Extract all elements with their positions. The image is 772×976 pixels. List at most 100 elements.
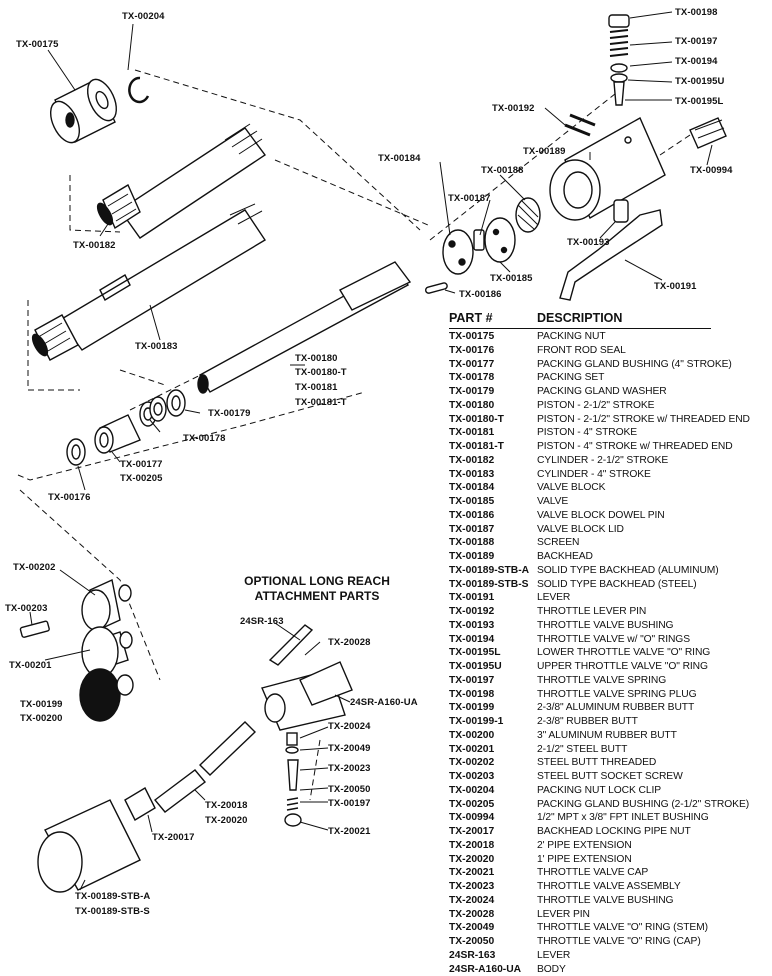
- description-cell: VALVE BLOCK: [537, 482, 606, 494]
- part-number-cell: 24SR-163: [449, 949, 496, 961]
- part-number-cell: TX-00203: [449, 771, 495, 782]
- part-number-cell: TX-00176: [449, 344, 495, 356]
- description-cell: PACKING GLAND BUSHING (4" STROKE): [537, 358, 732, 370]
- part-number-cell: TX-00189-STB-S: [449, 578, 529, 590]
- part-number-cell: TX-20020: [449, 853, 495, 865]
- part-number-cell: TX-20023: [449, 881, 495, 892]
- part-number-cell: TX-20028: [449, 908, 495, 920]
- label-tx-00180-t: TX-00180-T: [295, 367, 347, 378]
- description-cell: SOLID TYPE BACKHEAD (STEEL): [537, 578, 697, 590]
- label-tx-20050: TX-20050: [328, 784, 371, 795]
- part-number-cell: TX-00191: [449, 592, 495, 604]
- description-cell: SOLID TYPE BACKHEAD (ALUMINUM): [537, 564, 719, 576]
- description-cell: VALVE BLOCK LID: [537, 523, 624, 535]
- label-tx-00185: TX-00185: [490, 273, 533, 284]
- parts-table-header: PART # DESCRIPTION: [449, 311, 767, 328]
- description-cell: 1' PIPE EXTENSION: [537, 853, 632, 865]
- description-cell: STEEL BUTT SOCKET SCREW: [537, 771, 683, 782]
- part-number-cell: TX-20050: [449, 936, 495, 947]
- label-tx-00189-stb-a: TX-00189-STB-A: [75, 891, 151, 902]
- part-number-cell: 24SR-A160-UA: [449, 963, 522, 975]
- label-tx-00192: TX-00192: [492, 103, 535, 114]
- description-cell: CYLINDER - 4" STROKE: [537, 468, 651, 480]
- description-cell: 2-3/8" RUBBER BUTT: [537, 716, 638, 727]
- backhead-drawing: [549, 113, 666, 223]
- part-number-cell: TX-00195U: [449, 661, 502, 672]
- description-cell: 2-3/8" ALUMINUM RUBBER BUTT: [537, 702, 695, 714]
- part-number-cell: TX-00186: [449, 509, 495, 521]
- description-cell: LEVER: [537, 592, 571, 604]
- part-number-cell: TX-20017: [449, 826, 495, 837]
- part-number-cell: TX-00188: [449, 537, 495, 549]
- description-cell: THROTTLE VALVE ASSEMBLY: [537, 881, 681, 892]
- label-tx-00180: TX-00180: [295, 353, 338, 364]
- label-tx-00184: TX-00184: [378, 153, 421, 164]
- label-tx-00188: TX-00188: [481, 165, 524, 176]
- label-tx-20028: TX-20028: [328, 637, 371, 648]
- throttle-valve-drawing: [608, 14, 630, 106]
- part-number-cell: TX-00201: [449, 743, 495, 755]
- part-number-cell: TX-00184: [449, 482, 495, 494]
- description-cell: LEVER PIN: [537, 908, 590, 920]
- label-24sr-163: 24SR-163: [240, 616, 284, 627]
- part-number-cell: TX-00189: [449, 551, 495, 562]
- packing-nut-drawing: [49, 78, 118, 144]
- description-cell: 2' PIPE EXTENSION: [537, 839, 632, 851]
- header-part-number: PART #: [449, 311, 493, 325]
- lever-drawing: [559, 209, 663, 301]
- label-tx-00195u: TX-00195U: [675, 76, 725, 87]
- label-tx-00195l: TX-00195L: [675, 96, 724, 107]
- part-number-cell: TX-00175: [449, 331, 495, 342]
- butts-drawing: [19, 578, 134, 722]
- header-underline: [449, 328, 711, 329]
- label-tx-20018: TX-20018: [205, 800, 248, 811]
- part-number-cell: TX-00189-STB-A: [449, 564, 530, 576]
- label-tx-00189: TX-00189: [523, 146, 566, 157]
- description-cell: THROTTLE VALVE w/ "O" RINGS: [537, 633, 690, 645]
- description-cell: THROTTLE VALVE SPRING PLUG: [537, 688, 697, 700]
- long-reach-drawing: [37, 624, 353, 893]
- part-number-cell: TX-00195L: [449, 647, 501, 659]
- optional-title-line2: ATTACHMENT PARTS: [254, 589, 380, 603]
- part-number-cell: TX-00180-T: [449, 413, 504, 425]
- part-number-cell: TX-00197: [449, 674, 495, 686]
- piston-drawing: [197, 261, 412, 394]
- table-row: TX-20020 1' PIPE EXTENSION: [449, 853, 767, 867]
- long-cylinder-drawing: [31, 203, 266, 361]
- label-tx-20049: TX-20049: [328, 743, 371, 754]
- description-cell: PACKING GLAND WASHER: [537, 386, 667, 397]
- label-tx-00189-stb-s: TX-00189-STB-S: [75, 906, 150, 917]
- leader-lines: [29, 11, 713, 891]
- description-cell: PACKING GLAND BUSHING (2-1/2" STROKE): [537, 798, 750, 810]
- lock-clip-drawing: [128, 76, 150, 104]
- label-24sr-a160-ua: 24SR-A160-UA: [350, 697, 418, 708]
- part-number-cell: TX-20024: [449, 894, 495, 906]
- label-tx-00205: TX-00205: [120, 473, 163, 484]
- label-tx-00200: TX-00200: [20, 713, 63, 724]
- label-tx-00204: TX-00204: [122, 11, 165, 22]
- description-cell: FRONT ROD SEAL: [537, 344, 626, 356]
- part-number-cell: TX-00202: [449, 757, 495, 769]
- label-tx-00178: TX-00178: [183, 433, 226, 444]
- label-tx-00193: TX-00193: [567, 237, 610, 248]
- part-number-cell: TX-00180: [449, 399, 495, 411]
